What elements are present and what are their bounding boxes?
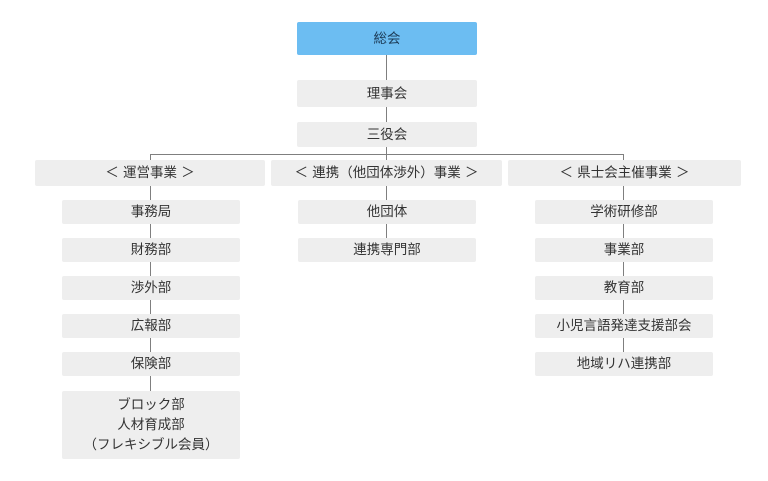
connector-line [623, 224, 624, 238]
node-business: 事業部 [535, 238, 713, 262]
node-collaboration-dept: 連携専門部 [298, 238, 476, 262]
connector-line [386, 107, 387, 122]
connector-line [150, 186, 151, 200]
node-block-hr-line-3: （フレキシブル会員） [83, 437, 219, 453]
connector-line [150, 376, 151, 391]
connector-line [623, 262, 624, 276]
node-insurance: 保険部 [62, 352, 240, 376]
node-block-hr: ブロック部 人材育成部 （フレキシブル会員） [62, 391, 240, 459]
node-executive-committee: 三役会 [297, 122, 477, 147]
node-external-relations: 渉外部 [62, 276, 240, 300]
node-other-organizations: 他団体 [298, 200, 476, 224]
node-child-language: 小児言語発達支援部会 [535, 314, 713, 338]
node-block-hr-line-2: 人材育成部 [117, 417, 185, 433]
node-academic-training: 学術研修部 [535, 200, 713, 224]
connector-line [623, 186, 624, 200]
connector-line [150, 154, 151, 160]
connector-line [386, 147, 387, 154]
node-secretariat: 事務局 [62, 200, 240, 224]
connector-line [623, 154, 624, 160]
connector-line [150, 300, 151, 314]
connector-line [623, 338, 624, 352]
node-block-hr-line-1: ブロック部 [117, 397, 185, 413]
connector-line [386, 154, 387, 160]
node-finance: 財務部 [62, 238, 240, 262]
connector-line [623, 300, 624, 314]
node-education: 教育部 [535, 276, 713, 300]
connector-line [150, 262, 151, 276]
division-header-hosted: ＜ 県士会主催事業 ＞ [508, 160, 741, 186]
connector-line [386, 224, 387, 238]
node-community-rehab: 地域リハ連携部 [535, 352, 713, 376]
connector-line [386, 55, 387, 80]
connector-line [150, 338, 151, 352]
node-public-relations: 広報部 [62, 314, 240, 338]
division-header-collaboration: ＜ 連携（他団体渉外）事業 ＞ [271, 160, 502, 186]
node-board: 理事会 [297, 80, 477, 107]
connector-line [150, 224, 151, 238]
connector-line [386, 186, 387, 200]
connector-line [150, 154, 624, 155]
division-header-operations: ＜ 運営事業 ＞ [35, 160, 265, 186]
node-general-assembly: 総会 [297, 22, 477, 55]
